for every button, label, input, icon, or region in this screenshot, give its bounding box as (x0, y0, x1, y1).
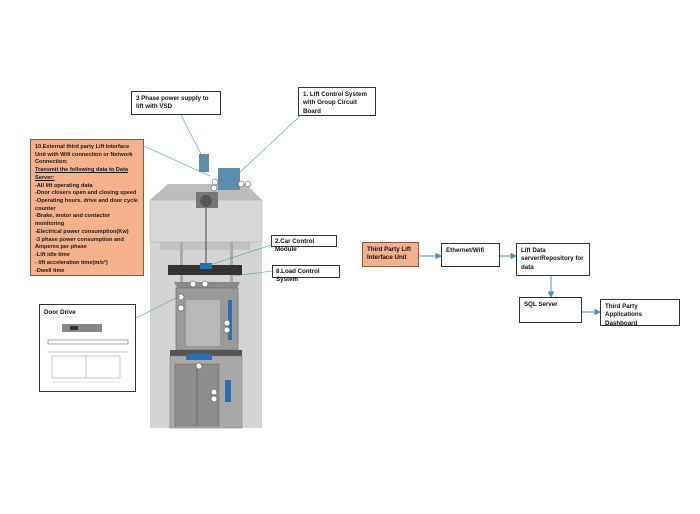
arrowhead-sql-dash (594, 308, 602, 316)
flow-sql-server: SQL Server (519, 297, 582, 323)
badge-10 (210, 184, 218, 192)
car-cable (228, 300, 232, 340)
info-item: -Brake, motor and contactor monitoring (35, 213, 110, 228)
car-floor (170, 350, 242, 356)
badge-6b (210, 395, 218, 403)
badge-5 (177, 293, 185, 301)
flow-data-server: Lift Data server/Repository for data (516, 243, 590, 276)
info-item: -All lift operating data (35, 182, 93, 189)
load-control-text: 8.Load Control System (276, 268, 320, 284)
info-item: -Dwell time (35, 267, 65, 274)
label-load-control-system: 8.Load Control System (272, 265, 340, 283)
flow-dashboard-text: Third Party Applications Dashboard (605, 303, 643, 327)
badge-9 (195, 362, 203, 370)
arrowhead-eth-server (510, 252, 518, 260)
flow-interface-unit: Third Party Lift Interface Unit (362, 242, 419, 267)
info-title: 10.External third party Lift Interface U… (35, 144, 133, 166)
flow-ethernet-text: Ethernet/Wifi (446, 247, 485, 254)
car-control-text: 2.Car Control Module (275, 238, 315, 254)
car-crosshead (168, 265, 242, 275)
badge-11 (211, 178, 219, 186)
leader-load (233, 270, 273, 277)
leader-lcs (235, 115, 301, 177)
lift-control-text: 1. Lift Control System with Group Circui… (303, 91, 367, 115)
power-panel (199, 154, 209, 172)
flow-ethernet-wifi: Ethernet/Wifi (441, 243, 500, 267)
door-motor (70, 326, 78, 330)
badge-6 (177, 304, 185, 312)
flow-dashboard: Third Party Applications Dashboard (600, 299, 680, 327)
badge-5b (210, 388, 218, 396)
arrowhead-server-sql (547, 291, 555, 299)
info-item: -Door closers open and closing speed (35, 190, 137, 197)
door-drive-drawing (47, 324, 129, 383)
info-item: -3 phase power consumption and Amperes p… (35, 236, 124, 251)
label-lift-control-system: 1. Lift Control System with Group Circui… (298, 87, 376, 116)
flow-data-server-text: Lift Data server/Repository for data (521, 247, 584, 271)
call-buttons (225, 380, 231, 402)
flow-interface-unit-text: Third Party Lift Interface Unit (367, 246, 412, 262)
flow-sql-text: SQL Server (524, 301, 558, 308)
leader-car (209, 244, 272, 266)
door-track (47, 339, 129, 345)
power-supply-text: 3 Phase power supply to lift with VSD (136, 95, 209, 111)
door-drive-title: Door Drive (44, 309, 76, 316)
car-interior (186, 300, 220, 346)
info-subtitle: Transmit the following data to Data Serv… (35, 167, 128, 181)
external-lift-interface-info: 10.External third party Lift Interface U… (30, 139, 144, 276)
leader-info (143, 145, 211, 177)
badge-8 (223, 326, 231, 334)
label-car-control-module: 2.Car Control Module (271, 235, 337, 253)
info-item: -Operating hours, drive and door cycle c… (35, 198, 138, 212)
badge-2 (244, 180, 252, 188)
badge-1 (237, 180, 245, 188)
leader-power (179, 112, 205, 161)
landing-indicator (186, 354, 212, 360)
info-item: - lift acceleration time(m/s²) (35, 259, 108, 266)
car-control-module (200, 263, 212, 269)
info-item: -Lift idle time (35, 252, 70, 259)
badge-3 (189, 280, 197, 288)
door-drive-panel: Door Drive (39, 304, 136, 392)
badge-7 (223, 319, 231, 327)
control-cabinet (218, 168, 240, 190)
leader-door (135, 295, 181, 319)
label-power-supply: 3 Phase power supply to lift with VSD (131, 91, 221, 115)
badge-4 (201, 280, 209, 288)
info-item: -Electrical power consumption(Kw) (35, 228, 129, 235)
sheave (200, 195, 212, 207)
arrowhead-unit-eth (435, 252, 443, 260)
door-operator-unit (62, 324, 102, 332)
